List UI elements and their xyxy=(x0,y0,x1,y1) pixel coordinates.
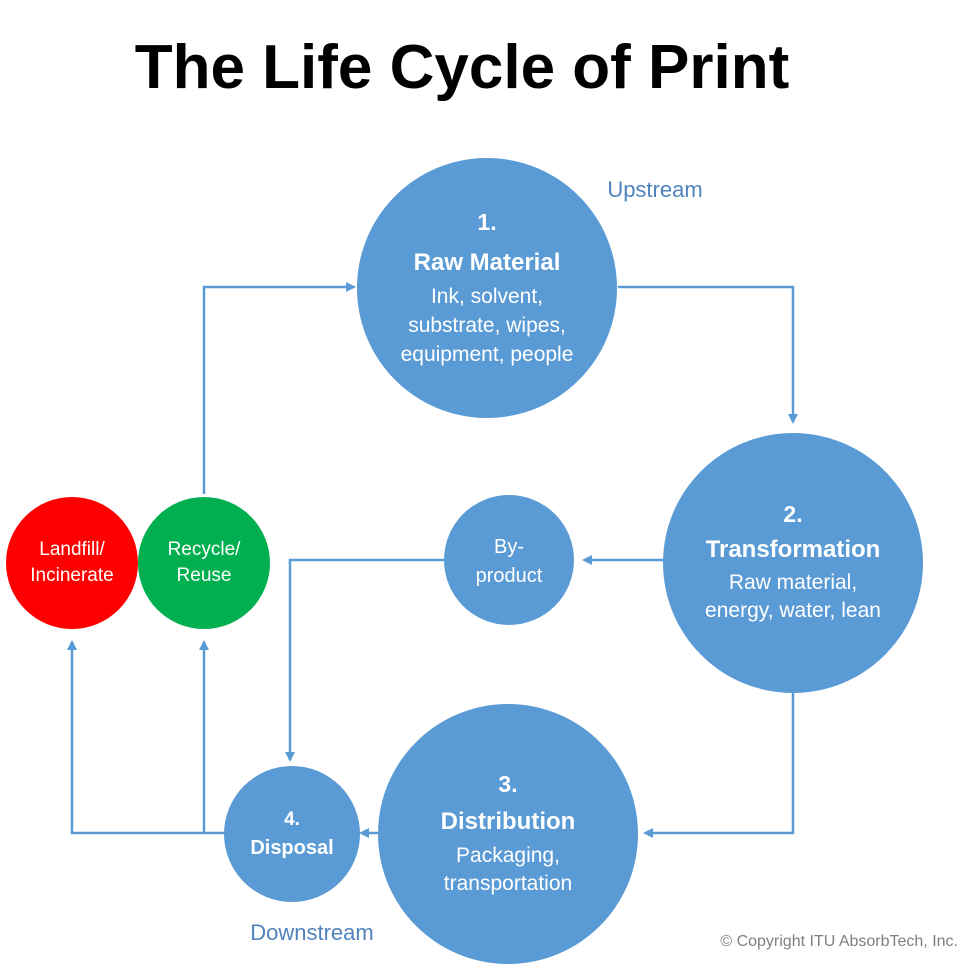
raw-material-number: 1. xyxy=(477,209,496,235)
raw-material-desc-line-3: equipment, people xyxy=(401,343,574,366)
node-byproduct: By- product xyxy=(444,495,574,625)
disposal-circle xyxy=(224,766,360,902)
page-title: The Life Cycle of Print xyxy=(135,33,790,102)
transformation-desc-line-2: energy, water, lean xyxy=(705,599,881,622)
raw-material-desc-line-2: substrate, wipes, xyxy=(408,314,566,337)
copyright-notice: © Copyright ITU AbsorbTech, Inc. xyxy=(720,933,958,950)
downstream-label: Downstream xyxy=(250,920,373,945)
raw-material-circle xyxy=(357,158,617,418)
node-raw-material: 1. Raw Material Ink, solvent, substrate,… xyxy=(357,158,617,418)
transformation-title: Transformation xyxy=(706,536,881,563)
transformation-number: 2. xyxy=(783,501,802,527)
distribution-number: 3. xyxy=(498,771,517,797)
recycle-line-1: Recycle/ xyxy=(168,539,242,560)
byproduct-line-1: By- xyxy=(494,536,524,558)
byproduct-circle xyxy=(444,495,574,625)
landfill-line-2: Incinerate xyxy=(30,565,113,586)
arrow-recycle-to-raw-material xyxy=(202,282,356,494)
landfill-line-1: Landfill/ xyxy=(39,539,105,560)
node-distribution: 3. Distribution Packaging, transportatio… xyxy=(378,704,638,964)
recycle-line-2: Reuse xyxy=(177,565,232,586)
landfill-circle xyxy=(6,497,138,629)
node-recycle-reuse: Recycle/ Reuse xyxy=(138,497,270,629)
arrow-raw-to-transformation xyxy=(618,285,798,424)
node-transformation: 2. Transformation Raw material, energy, … xyxy=(663,433,923,693)
arrow-transformation-to-distribution xyxy=(643,690,795,838)
distribution-title: Distribution xyxy=(441,808,576,835)
raw-material-title: Raw Material xyxy=(414,249,561,276)
recycle-circle xyxy=(138,497,270,629)
arrow-disposal-to-landfill xyxy=(67,640,224,835)
upstream-label: Upstream xyxy=(607,177,702,202)
distribution-desc-line-2: transportation xyxy=(444,872,572,895)
disposal-title: Disposal xyxy=(250,837,333,859)
transformation-circle xyxy=(663,433,923,693)
byproduct-line-2: product xyxy=(476,565,543,587)
node-disposal: 4. Disposal xyxy=(224,766,360,902)
transformation-desc-line-1: Raw material, xyxy=(729,571,857,594)
raw-material-desc-line-1: Ink, solvent, xyxy=(431,285,543,308)
distribution-circle xyxy=(378,704,638,964)
arrow-byproduct-to-disposal xyxy=(285,558,446,762)
disposal-number: 4. xyxy=(284,809,300,830)
distribution-desc-line-1: Packaging, xyxy=(456,844,560,867)
node-landfill-incinerate: Landfill/ Incinerate xyxy=(6,497,138,629)
